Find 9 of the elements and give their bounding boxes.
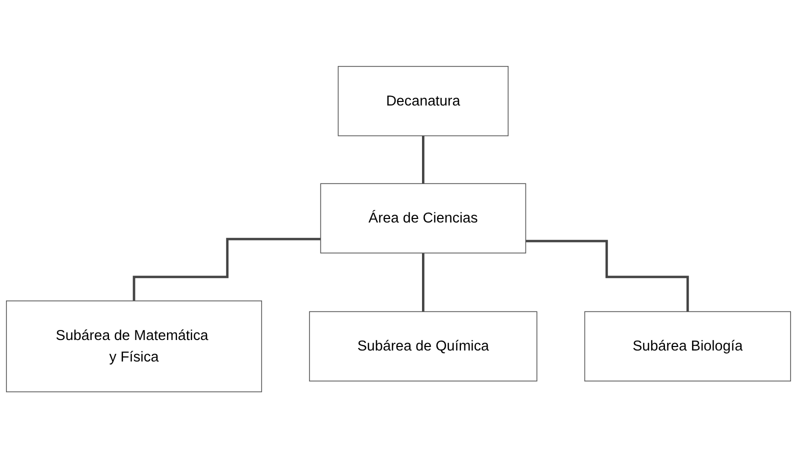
node-box: Subárea de Matemática y Física (6, 300, 262, 393)
connector (422, 252, 424, 314)
node-box: Subárea Biología (584, 312, 791, 382)
node-box: Decanatura (338, 66, 509, 137)
node-box: Subárea de Química (309, 312, 538, 382)
connector (422, 134, 424, 186)
connector (526, 240, 689, 314)
node-box: Área de Ciencias (320, 184, 526, 254)
connector (132, 238, 321, 302)
